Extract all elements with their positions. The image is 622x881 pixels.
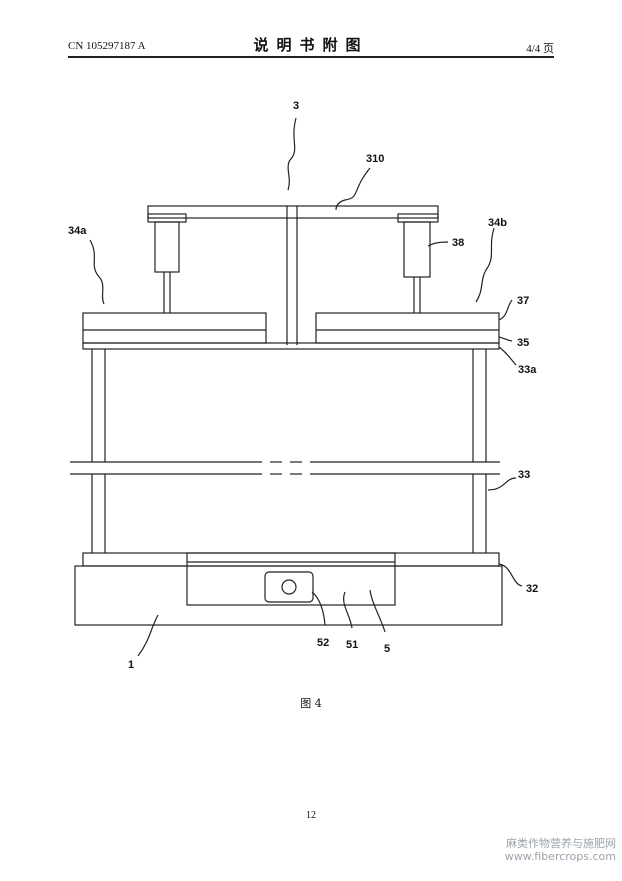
- drawer-5: [186, 552, 396, 606]
- left-cylinder: [154, 221, 180, 273]
- section-title: 说明书附图: [253, 36, 369, 54]
- frame-top-33a: [82, 342, 500, 350]
- label-52: 52: [317, 637, 329, 649]
- watermark: 麻类作物营养与施肥网 www.fibercrops.com: [505, 837, 616, 863]
- label-37: 37: [517, 295, 529, 307]
- base-plate-32: [82, 552, 500, 567]
- patent-number: CN 105297187 A: [68, 40, 146, 52]
- page-number: 12: [306, 810, 316, 821]
- label-5: 5: [384, 643, 390, 655]
- page-header: CN 105297187 A 说明书附图 4/4 页: [68, 30, 554, 56]
- label-33: 33: [518, 469, 530, 481]
- label-34a: 34a: [68, 225, 87, 237]
- label-34b: 34b: [488, 217, 507, 229]
- label-310: 310: [366, 153, 384, 165]
- figure-caption: 图 4: [300, 697, 322, 710]
- base-block-1: [74, 565, 503, 626]
- watermark-line-1: 麻类作物营养与施肥网: [506, 837, 616, 850]
- left-plate: [82, 312, 267, 344]
- label-32: 32: [526, 583, 538, 595]
- top-beam-310: [147, 205, 439, 219]
- right-cylinder-38: [403, 221, 431, 278]
- label-1: 1: [128, 659, 134, 671]
- label-51: 51: [346, 639, 358, 651]
- label-33a: 33a: [518, 364, 537, 376]
- watermark-line-2: www.fibercrops.com: [504, 850, 616, 863]
- page-of: 4/4 页: [526, 43, 554, 55]
- label-35: 35: [517, 337, 529, 349]
- label-38: 38: [452, 237, 464, 249]
- header-rule: [68, 56, 554, 58]
- handle-52: [264, 571, 314, 603]
- label-3: 3: [293, 100, 299, 112]
- right-plate: [315, 312, 500, 344]
